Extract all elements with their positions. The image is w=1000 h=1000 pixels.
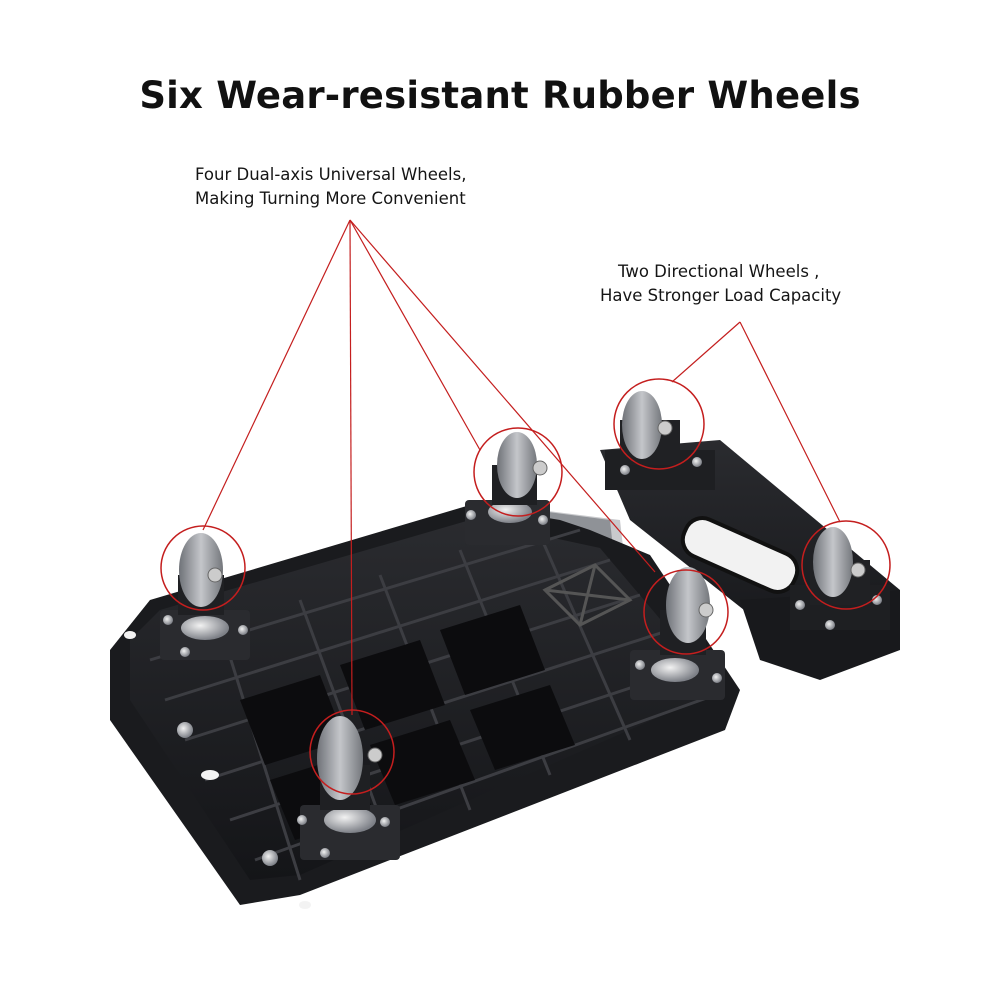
callout-lines (202, 219, 841, 716)
universal-wheels-line-1: Four Dual-axis Universal Wheels, (195, 165, 467, 184)
headline: Six Wear-resistant Rubber Wheels (139, 74, 861, 117)
directional-wheel-1 (605, 391, 715, 490)
universal-wheels-line-2: Making Turning More Convenient (195, 189, 466, 208)
universal-wheel-4 (297, 716, 400, 860)
directional-wheels-callout: Two Directional Wheels , Have Stronger L… (600, 260, 890, 308)
callout-circle-2 (309, 709, 395, 795)
directional-wheels-line-2: Have Stronger Load Capacity (600, 286, 842, 305)
callout-circle-1 (160, 525, 246, 611)
callout-circle-4 (643, 569, 729, 655)
callout-circle-5 (613, 378, 705, 470)
universal-wheel-1 (160, 533, 250, 660)
universal-wheel-2 (465, 432, 550, 545)
universal-wheels-callout: Four Dual-axis Universal Wheels, Making … (195, 163, 466, 211)
callout-circle-3 (473, 427, 563, 517)
callout-circle-6 (801, 520, 891, 610)
cart-platform (110, 505, 740, 909)
directional-wheel-2 (790, 527, 890, 630)
universal-wheel-3 (630, 567, 725, 700)
directional-wheels-line-1: Two Directional Wheels , (618, 262, 820, 281)
callout-circles (160, 378, 891, 795)
